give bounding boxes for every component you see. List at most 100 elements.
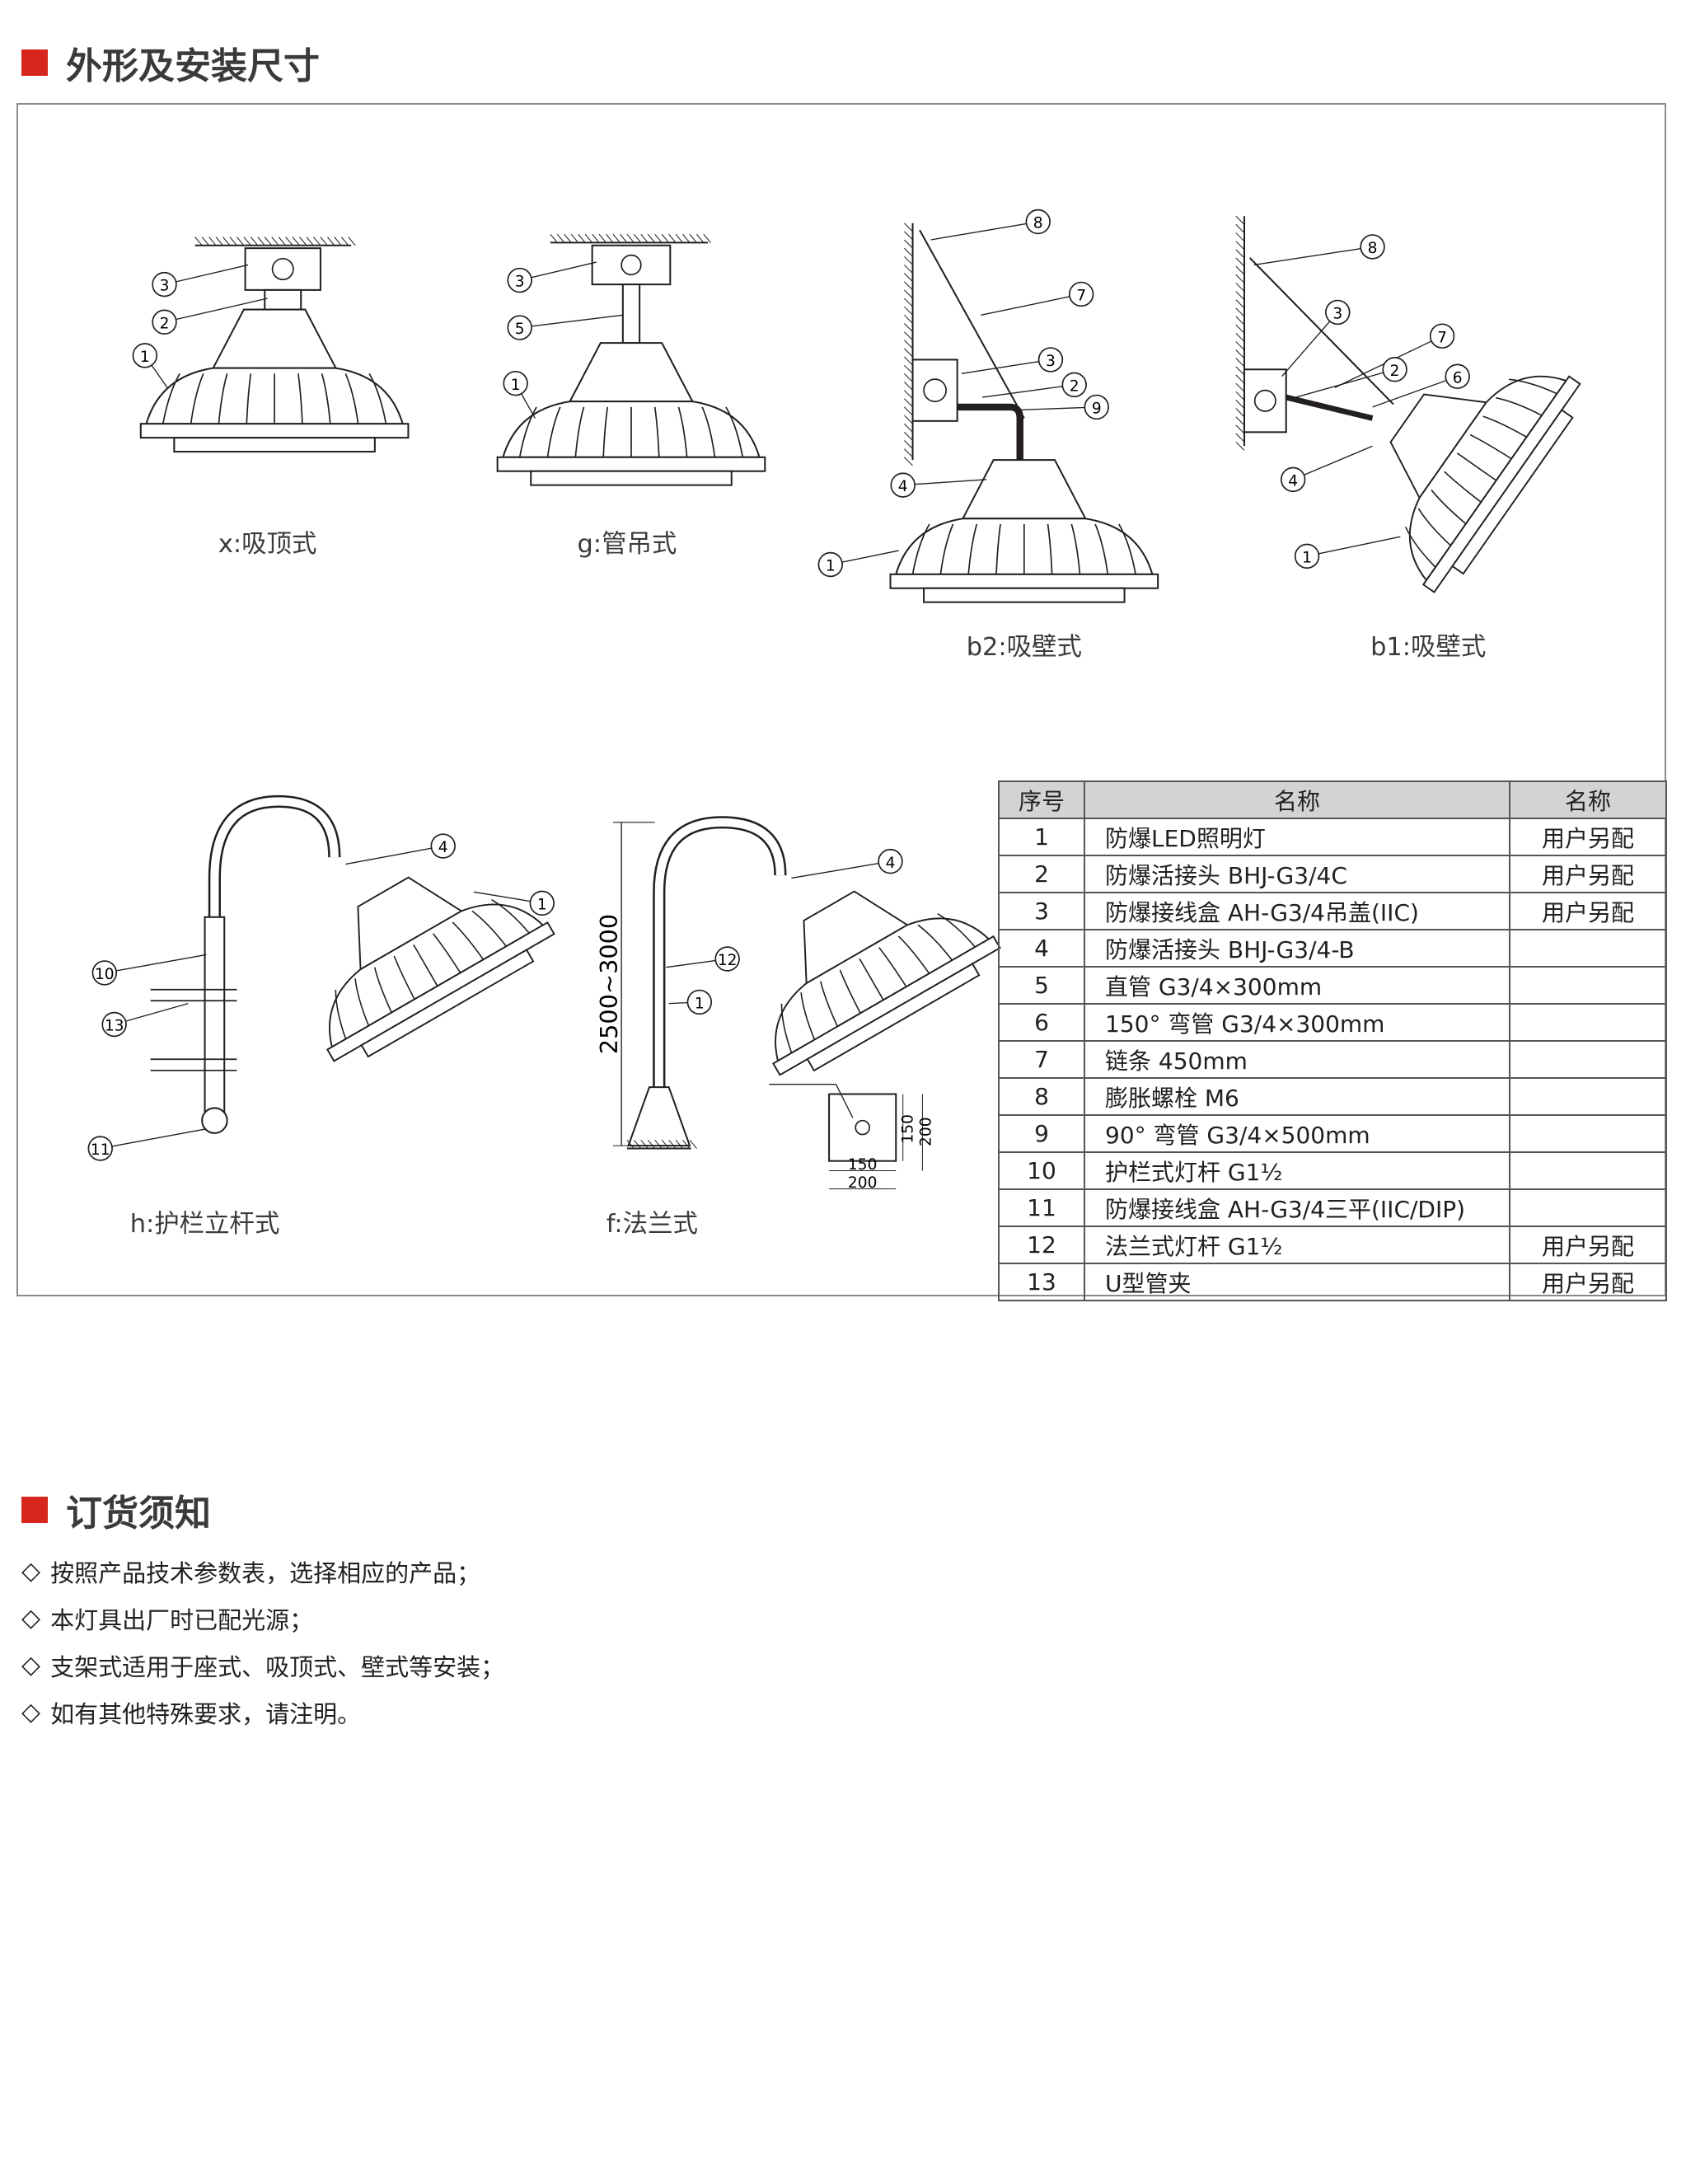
callout-number: 4 xyxy=(438,839,448,856)
note-item: ◇按照产品技术参数表，选择相应的产品； xyxy=(21,1548,504,1595)
callout-number: 12 xyxy=(718,952,738,969)
leader-line xyxy=(904,323,913,332)
row-name: 90° 弯管 G3/4×500mm xyxy=(1084,1114,1510,1153)
leader-line xyxy=(689,1140,697,1149)
leader-line xyxy=(904,314,913,324)
row-index: 12 xyxy=(998,1226,1085,1264)
leader-line xyxy=(550,233,558,243)
callout-circle xyxy=(507,267,532,293)
row-note xyxy=(1509,1040,1667,1079)
row-name: 防爆接线盒 AH-G3/4三平(IIC/DIP) xyxy=(1084,1188,1510,1227)
leader-line xyxy=(326,237,335,246)
dim-150-horizontal: 150 xyxy=(848,1156,878,1174)
leader-line xyxy=(100,1128,207,1150)
dim-200-horizontal: 200 xyxy=(848,1174,878,1192)
leader-line xyxy=(1235,433,1245,443)
row-index: 2 xyxy=(998,855,1085,893)
row-index: 13 xyxy=(998,1263,1085,1301)
callout-circle xyxy=(1068,281,1094,307)
callout-number: 4 xyxy=(1288,472,1298,490)
leader-line xyxy=(904,390,913,400)
callout-number: 1 xyxy=(826,558,836,575)
leader-line xyxy=(1292,445,1373,480)
leader-line xyxy=(1235,215,1245,225)
row-index: 3 xyxy=(998,892,1085,930)
leader-line xyxy=(257,237,265,246)
row-name: 膨胀螺栓 M6 xyxy=(1084,1077,1510,1116)
lamp-pipe-pendant xyxy=(496,342,766,486)
leader-line xyxy=(904,281,913,291)
leader-line xyxy=(904,440,913,450)
callout-circle xyxy=(1037,347,1064,373)
callout-number: 8 xyxy=(1368,240,1378,257)
row-note: 用户另配 xyxy=(1509,892,1667,930)
callout-circle xyxy=(430,833,456,859)
header-note: 名称 xyxy=(1509,780,1667,819)
callout-circle xyxy=(503,370,528,396)
figure-caption: b1:吸壁式 xyxy=(1370,633,1486,662)
ordering-notes: ◇按照产品技术参数表，选择相应的产品；◇本灯具出厂时已配光源；◇支架式适用于座式… xyxy=(21,1548,504,1736)
figure-caption: g:管吊式 xyxy=(577,530,677,559)
leader-line xyxy=(904,415,913,424)
leader-line xyxy=(1235,291,1245,301)
row-name: 防爆活接头 BHJ-G3/4-B xyxy=(1084,929,1510,968)
leader-line xyxy=(1372,376,1458,408)
leader-line xyxy=(1235,416,1245,426)
leader-line xyxy=(904,382,913,391)
callout-number: 8 xyxy=(1033,215,1043,232)
leader-line xyxy=(1235,316,1245,326)
leader-line xyxy=(703,233,711,243)
leader-line xyxy=(243,237,251,246)
callout-number: 10 xyxy=(95,966,115,983)
leader-line xyxy=(222,237,231,246)
callout-circle xyxy=(1360,234,1385,260)
callout-circle xyxy=(152,271,177,298)
leader-line xyxy=(1235,332,1245,342)
leader-line xyxy=(1235,283,1245,292)
leader-line xyxy=(164,264,249,285)
leader-line xyxy=(1306,536,1401,557)
callout-number: 6 xyxy=(1453,369,1463,387)
junction-box xyxy=(911,359,958,422)
leader-line xyxy=(904,265,913,274)
leader-line xyxy=(904,331,913,341)
section-title-ordering: 订货须知 xyxy=(21,1483,211,1536)
diamond-bullet-icon: ◇ xyxy=(21,1698,41,1727)
leader-line xyxy=(904,223,913,232)
leader-line xyxy=(682,233,691,243)
leader-line xyxy=(668,233,677,243)
callout-circle xyxy=(529,890,555,916)
leader-line xyxy=(647,233,656,243)
leader-line xyxy=(904,231,913,241)
pole-height-dimension: 2500~3000 xyxy=(595,914,623,1054)
callout-circle xyxy=(101,1011,127,1038)
leader-line xyxy=(791,860,891,879)
figure-caption: b2:吸壁式 xyxy=(967,633,1082,662)
leader-line xyxy=(1235,324,1245,334)
row-note xyxy=(1509,1114,1667,1153)
row-name: 防爆活接头 BHJ-G3/4C xyxy=(1084,855,1510,893)
leader-line xyxy=(1235,366,1245,376)
note-item: ◇本灯具出厂时已配光源； xyxy=(21,1595,504,1642)
leader-line xyxy=(285,237,293,246)
leader-line xyxy=(626,233,635,243)
leader-line xyxy=(1235,241,1245,251)
note-text: 本灯具出厂时已配光源； xyxy=(50,1605,314,1634)
row-note xyxy=(1509,929,1667,968)
leader-line xyxy=(930,221,1038,241)
leader-line xyxy=(1235,408,1245,418)
callout-circle xyxy=(1382,357,1407,382)
callout-circle xyxy=(91,960,118,986)
leader-line xyxy=(981,293,1082,316)
callout-circle xyxy=(1294,543,1320,569)
leader-line xyxy=(1235,424,1245,434)
row-index: 6 xyxy=(998,1003,1085,1042)
leader-line xyxy=(904,348,913,358)
row-name: 护栏式灯杆 G1½ xyxy=(1084,1151,1510,1190)
lamp-wall-mount-b2 xyxy=(889,459,1159,603)
